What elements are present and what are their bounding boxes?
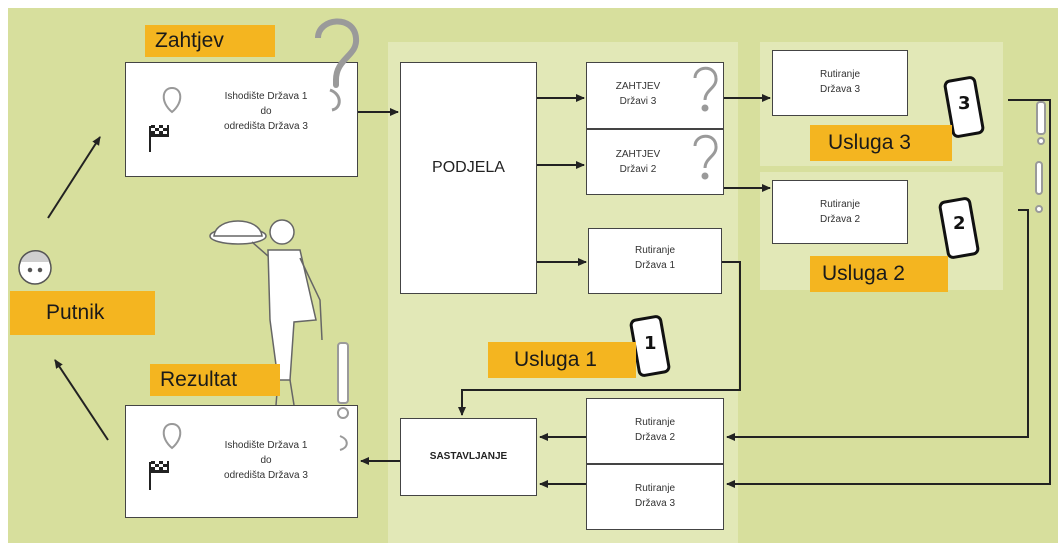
usluga1-badge: Usluga 1 xyxy=(488,342,636,378)
usluga3-badge: Usluga 3 xyxy=(810,125,952,161)
phone-number-1: 1 xyxy=(644,333,657,354)
routing-country2-top-line2: Država 2 xyxy=(819,214,860,225)
question-mark-icon xyxy=(693,134,718,180)
traveler-face-icon xyxy=(18,250,52,285)
question-mark-icon xyxy=(315,18,360,112)
routing-country1-line1: Rutiranje xyxy=(634,245,676,256)
routing-country2-bottom-line2: Država 2 xyxy=(634,432,675,443)
request-to-text: do xyxy=(260,106,272,117)
question-mark-icon xyxy=(693,66,718,112)
routing-country1-box: Rutiranje Država 1 xyxy=(588,228,722,294)
putnik-badge: Putnik xyxy=(10,291,155,335)
sastavljanje-label: SASTAVLJANJE xyxy=(429,451,508,462)
routing-country2-top-box: Rutiranje Država 2 xyxy=(772,180,908,244)
phone-icon: 3 xyxy=(943,76,985,138)
result-origin-text: Ishodište Država 1 xyxy=(224,440,308,451)
request-country2-box: ZAHTJEV Državi 2 xyxy=(586,129,724,195)
request-box: Ishodište Država 1 do odredišta Država 3 xyxy=(125,62,358,177)
result-to-text: do xyxy=(260,455,272,466)
exclamation-mark-icon xyxy=(337,342,349,419)
arrow-result-to-traveler xyxy=(54,359,109,441)
exclamation-mark-icon xyxy=(1036,101,1046,145)
arrow-routing1-to-sastavljanje xyxy=(458,261,741,416)
podjela-label: PODJELA xyxy=(432,159,505,176)
finish-flag-icon xyxy=(149,461,169,490)
sastavljanje-box: SASTAVLJANJE xyxy=(400,418,537,496)
rezultat-badge: Rezultat xyxy=(150,364,280,396)
routing-country3-bottom-line1: Rutiranje xyxy=(634,483,676,494)
routing-country1-line2: Država 1 xyxy=(634,260,675,271)
zahtjev-badge: Zahtjev xyxy=(145,25,275,57)
podjela-box: PODJELA xyxy=(400,62,537,294)
routing-country3-top-line1: Rutiranje xyxy=(819,69,861,80)
request-country2-line2: Državi 2 xyxy=(619,164,657,175)
arrow-traveler-to-request xyxy=(47,136,101,219)
result-destination-text: odredišta Država 3 xyxy=(224,470,308,481)
routing-country3-bottom-box: Rutiranje Država 3 xyxy=(586,464,724,530)
request-country3-box: ZAHTJEV Državi 3 xyxy=(586,62,724,129)
routing-country3-bottom-line2: Država 3 xyxy=(634,498,675,509)
routing-country3-top-box: Rutiranje Država 3 xyxy=(772,50,908,116)
routing-country2-bottom-box: Rutiranje Država 2 xyxy=(586,398,724,464)
exclamation-mark-icon xyxy=(339,435,348,451)
finish-flag-icon xyxy=(149,125,169,152)
request-country3-line2: Državi 3 xyxy=(619,96,657,107)
request-destination-text: odredišta Država 3 xyxy=(224,121,308,132)
arrow-service2-return xyxy=(726,209,1029,441)
request-origin-text: Ishodište Država 1 xyxy=(224,91,308,102)
location-pin-icon xyxy=(162,422,182,450)
phone-icon: 1 xyxy=(629,315,671,377)
usluga2-badge: Usluga 2 xyxy=(810,256,948,292)
routing-country2-bottom-line1: Rutiranje xyxy=(634,417,676,428)
request-country2-line1: ZAHTJEV xyxy=(615,149,661,160)
phone-number-2: 2 xyxy=(953,213,966,234)
routing-country3-top-line2: Država 3 xyxy=(819,84,860,95)
phone-number-3: 3 xyxy=(958,93,971,114)
location-pin-icon xyxy=(162,86,182,114)
routing-country2-top-line1: Rutiranje xyxy=(819,199,861,210)
request-country3-line1: ZAHTJEV xyxy=(615,81,661,92)
exclamation-mark-icon xyxy=(1035,161,1043,213)
phone-icon: 2 xyxy=(938,197,980,259)
arrow-service3-return xyxy=(726,99,1051,488)
